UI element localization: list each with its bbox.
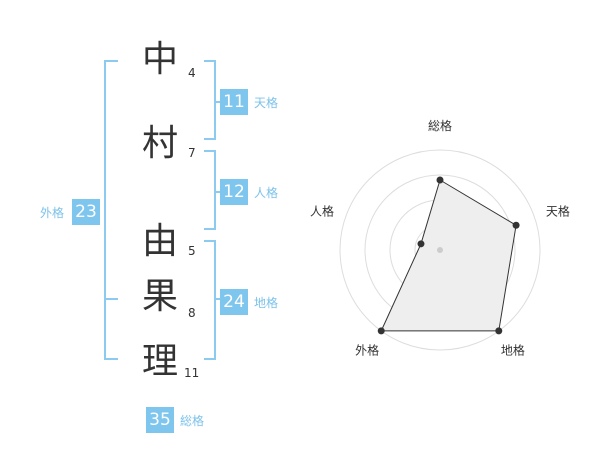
- name-char-1: 中: [141, 39, 178, 80]
- gaikaku-label: 外格: [40, 206, 65, 220]
- jinkaku-label: 人格: [254, 186, 279, 200]
- tenkaku-value: 11: [220, 89, 248, 115]
- radar-axis-label-3: 外格: [355, 342, 379, 357]
- name-char-3: 由: [141, 221, 178, 262]
- radar-axis-label-0: 総格: [428, 118, 452, 133]
- chikaku-label: 地格: [254, 296, 279, 310]
- radar-point-3: [377, 327, 385, 335]
- stroke-count-3: 5: [188, 244, 196, 258]
- stroke-count-4: 8: [188, 306, 196, 320]
- stroke-count-1: 4: [188, 66, 196, 80]
- gaikaku-value: 23: [72, 199, 100, 225]
- radar-point-4: [417, 240, 425, 248]
- radar-ring-4: [339, 149, 541, 351]
- radar-axis-label-4: 人格: [310, 204, 334, 219]
- radar-point-0: [436, 176, 444, 184]
- radar-axis-label-1: 天格: [546, 204, 570, 219]
- radar-point-2: [495, 327, 503, 335]
- jinkaku-value: 12: [220, 179, 248, 205]
- radar-center: [437, 247, 443, 253]
- name-char-4: 果: [141, 276, 178, 317]
- stroke-count-2: 7: [188, 146, 196, 160]
- name-char-2: 村: [141, 123, 178, 164]
- tenkaku-label: 天格: [254, 96, 279, 110]
- radar-polygon: [380, 179, 517, 332]
- name-char-5: 理: [141, 341, 178, 382]
- soukaku-label: 総格: [180, 414, 205, 428]
- chikaku-value: 24: [220, 289, 248, 315]
- radar-axis-label-2: 地格: [501, 342, 525, 357]
- soukaku-value: 35: [146, 407, 174, 433]
- stroke-count-5: 11: [184, 366, 200, 380]
- radar-point-1: [512, 221, 520, 229]
